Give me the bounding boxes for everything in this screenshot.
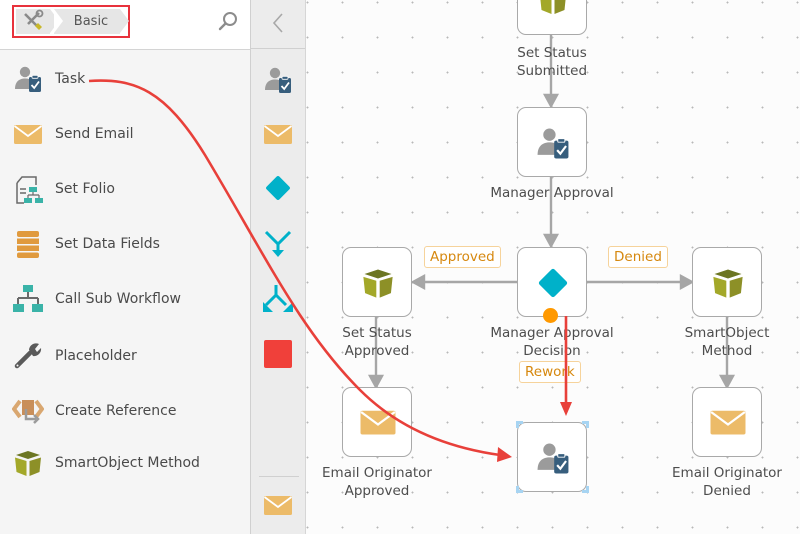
smartobject-icon [540,0,566,14]
node-smartobject-method[interactable] [692,247,762,317]
breadcrumb-label: Basic [73,14,109,29]
search-button[interactable] [216,9,240,33]
selection-handle[interactable] [582,421,589,428]
toolbox-header: Basic [0,0,250,50]
task-icon [536,442,570,475]
toolbox-item-label: Create Reference [55,403,177,419]
toolbox-item-label: Set Data Fields [55,236,160,252]
smartobject-icon [713,269,743,298]
data-fields-icon [17,231,39,258]
chevron-left-icon [272,13,283,33]
toolbox-item-smartobject-method[interactable]: SmartObject Method [0,443,250,483]
strip-divider [259,476,299,477]
email-icon [359,409,397,436]
toolbox-panel: Basic Task Send Email [0,0,251,534]
selection-handle[interactable] [582,486,589,493]
merge-icon[interactable] [262,228,294,260]
split-icon[interactable] [262,283,294,315]
breadcrumb-home[interactable] [16,9,59,34]
toolbox-item-task[interactable]: Task [0,59,250,99]
toolbox-item-call-sub-workflow[interactable]: Call Sub Workflow [0,279,250,319]
sub-workflow-icon [13,285,43,312]
toolbox-item-set-data-fields[interactable]: Set Data Fields [0,224,250,264]
task-icon[interactable] [262,64,294,96]
collapse-panel-button[interactable] [251,0,305,49]
node-manager-approval-decision[interactable] [517,247,587,317]
toolbox-item-create-reference[interactable]: Create Reference [0,391,250,431]
connection-label-rework[interactable]: Rework [519,361,581,383]
toolbox-item-label: SmartObject Method [55,455,200,471]
connection-label-denied[interactable]: Denied [608,246,668,268]
toolbox-item-set-folio[interactable]: Set Folio [0,169,250,209]
toolbox-item-label: Call Sub Workflow [55,291,181,307]
selection-handle[interactable] [516,486,523,493]
node-set-status-submitted[interactable] [517,0,587,35]
tools-icon [24,9,44,30]
wrench-icon [14,343,42,369]
breadcrumb: Basic [12,5,130,38]
shape-strip [251,0,306,534]
search-icon [218,12,237,31]
email-icon[interactable] [262,118,294,150]
node-email-originator-approved[interactable] [342,387,412,457]
set-folio-icon [16,176,43,204]
node-manager-approval[interactable] [517,107,587,177]
end-icon[interactable] [262,338,294,370]
node-email-originator-denied[interactable] [692,387,762,457]
smartobject-icon [363,269,393,298]
toolbox-item-send-email[interactable]: Send Email [0,114,250,154]
node-label: Manager Approval [490,185,614,201]
breadcrumb-basic[interactable]: Basic [54,9,129,34]
toolbox-item-label: Task [55,71,86,87]
email-icon[interactable] [262,489,294,521]
task-icon [12,63,44,95]
toolbox-item-placeholder[interactable]: Placeholder [0,336,250,376]
smartobject-icon [12,447,44,479]
email-icon [12,118,44,150]
output-port[interactable] [543,308,558,323]
toolbox-item-label: Send Email [55,126,134,142]
selection-handle[interactable] [516,421,523,428]
email-icon [709,409,747,436]
toolbox-item-label: Placeholder [55,348,137,364]
task-icon [536,127,570,160]
create-reference-icon [12,399,44,424]
connection-label-approved[interactable]: Approved [424,246,501,268]
toolbox-item-label: Set Folio [55,181,115,197]
decision-icon[interactable] [262,172,294,204]
node-new-task[interactable] [517,422,587,492]
node-set-status-approved[interactable] [342,247,412,317]
